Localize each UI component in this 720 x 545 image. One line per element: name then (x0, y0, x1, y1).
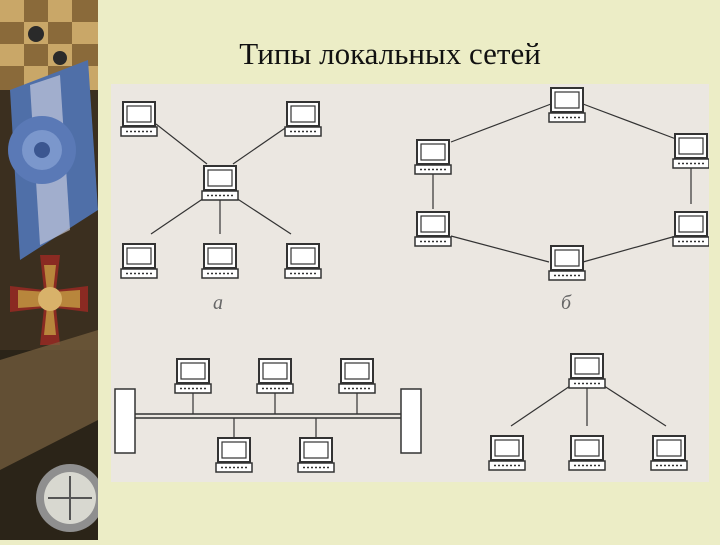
computer-icon (414, 211, 452, 247)
bus-computers (174, 358, 376, 473)
label-star: а (213, 292, 223, 314)
star-computers (120, 101, 322, 279)
computer-icon (284, 243, 322, 279)
computer-icon (548, 245, 586, 281)
chessboard-decoration (0, 0, 98, 90)
computer-icon (256, 358, 294, 394)
computer-icon (338, 358, 376, 394)
tree-computers (488, 353, 688, 471)
computer-icon (650, 435, 688, 471)
ribbon-decoration (8, 60, 98, 260)
page-title: Типы локальных сетей (239, 36, 541, 71)
ring-computers (414, 87, 710, 281)
label-ring: б (561, 292, 572, 314)
computer-icon (284, 101, 322, 137)
computer-icon (414, 139, 452, 175)
computer-icon (120, 101, 158, 137)
network-topology-illustration: а б (114, 87, 710, 473)
computer-icon (568, 435, 606, 471)
ring-network (432, 103, 692, 263)
computer-icon (201, 243, 239, 279)
computer-icon (672, 133, 710, 169)
computer-icon (297, 437, 335, 473)
decorative-image (0, 0, 104, 540)
cross-medal-decoration (10, 255, 88, 345)
tree-network (510, 383, 667, 427)
computer-icon (120, 243, 158, 279)
computer-icon (488, 435, 526, 471)
star-network (150, 123, 292, 235)
computer-icon (672, 211, 710, 247)
computer-icon (215, 437, 253, 473)
medal-collage-image (0, 0, 104, 540)
bus-network (114, 388, 422, 454)
network-diagram: а б (111, 84, 710, 482)
compass-decoration (36, 464, 104, 532)
computer-icon (568, 353, 606, 389)
computer-icon (548, 87, 586, 123)
computer-icon (201, 165, 239, 201)
computer-icon (174, 358, 212, 394)
